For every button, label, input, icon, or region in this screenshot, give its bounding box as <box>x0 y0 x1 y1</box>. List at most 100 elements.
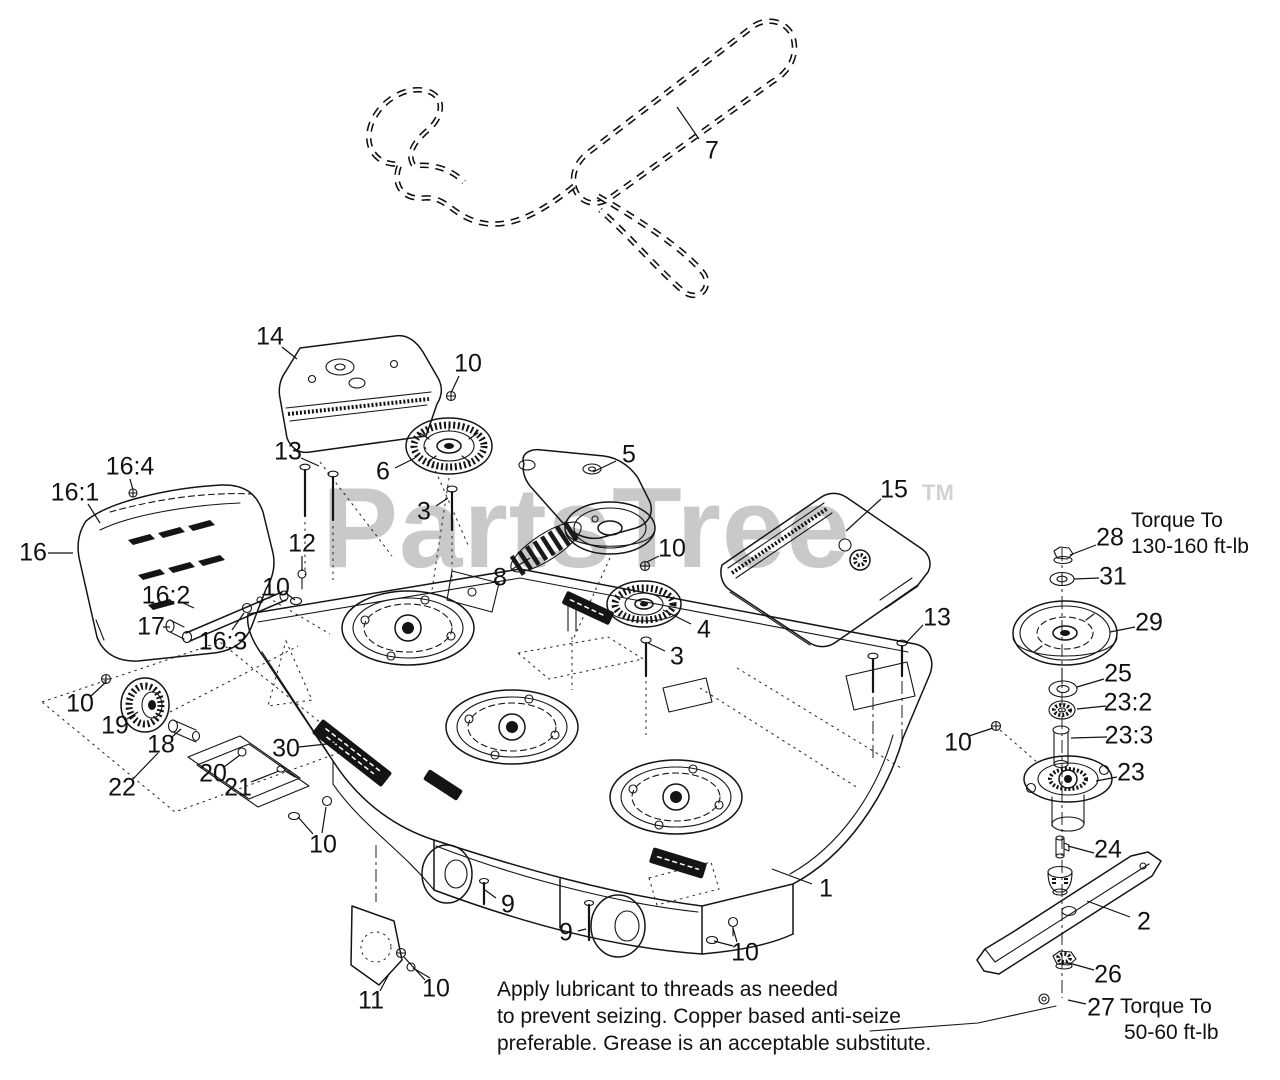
callout-5: 5 <box>622 440 636 469</box>
callout-23-3: 23:3 <box>1104 721 1154 750</box>
idler-arm-5 <box>518 448 656 643</box>
deck-spindle-recess-right <box>609 759 743 835</box>
leader-line-10 <box>297 816 314 835</box>
spacer-23-3 <box>1052 725 1070 769</box>
leader-line-29 <box>1109 626 1136 633</box>
bolt-3-right <box>640 636 652 735</box>
callout-28: 28 <box>1096 523 1124 552</box>
pulley-6 <box>405 417 493 591</box>
leader-line-8 <box>510 557 531 571</box>
torque-low-line1: Torque To <box>1120 995 1212 1018</box>
torque-low-line2: 50-60 ft-lb <box>1124 1021 1219 1044</box>
leader-line-28 <box>1069 544 1097 556</box>
leader-line-11 <box>379 973 390 992</box>
callout-10: 10 <box>658 534 686 563</box>
callout-10: 10 <box>66 689 94 718</box>
pulley-29 <box>1012 600 1118 666</box>
bracket-11 <box>350 845 416 986</box>
bolt-27 <box>869 993 1057 1032</box>
callout-16-3: 16:3 <box>198 627 248 656</box>
leader-line-5 <box>592 460 617 473</box>
callout-1: 1 <box>819 874 833 903</box>
callout-11: 11 <box>358 986 384 1015</box>
callout-18: 18 <box>147 730 175 759</box>
callout-10: 10 <box>309 830 337 859</box>
callout-13: 13 <box>923 603 951 632</box>
hatch-opening <box>648 861 720 906</box>
bolt-3-left <box>446 485 458 582</box>
lubricant-note-line3: preferable. Grease is an acceptable subs… <box>497 1032 932 1055</box>
leader-line-31 <box>1073 577 1100 580</box>
watermark-tm: TM <box>922 480 954 505</box>
blade-2 <box>976 851 1162 975</box>
callout-17: 17 <box>137 612 165 641</box>
callout-6: 6 <box>376 457 390 486</box>
screw-10-top <box>445 390 457 402</box>
leader-line-10 <box>968 727 994 737</box>
wheel-19 <box>120 645 299 733</box>
leader-line-23-3 <box>1070 736 1108 739</box>
bearing-23-2 <box>1048 700 1076 720</box>
spindle-housing-23 <box>1023 755 1113 832</box>
callout-27: 27 <box>1087 993 1115 1022</box>
leader-line-15 <box>845 498 882 532</box>
leader-line-24 <box>1067 845 1095 854</box>
deck-spindle-recess-center <box>445 689 579 765</box>
leader-line-27 <box>1067 999 1087 1005</box>
callout-25: 25 <box>1104 659 1132 688</box>
leader-line-9 <box>484 889 497 899</box>
bolt-18 <box>167 719 201 743</box>
decal-small <box>423 769 463 801</box>
leader-line-10 <box>713 940 734 947</box>
callout-10: 10 <box>454 349 482 378</box>
leader-line-16-4 <box>129 478 134 491</box>
screw-10-spindle <box>990 720 1039 764</box>
lubricant-note-line1: Apply lubricant to threads as needed <box>497 978 838 1001</box>
leader-line-10 <box>646 555 660 563</box>
bolt-17 <box>165 619 185 640</box>
spline-bushing <box>1047 865 1073 896</box>
leader-line-10 <box>450 375 460 394</box>
callout-30: 30 <box>272 734 300 763</box>
watermark-brand: PartsTree <box>322 465 851 592</box>
callout-23: 23 <box>1117 758 1145 787</box>
leader-line-10 <box>286 593 296 601</box>
callout-16-2: 16:2 <box>141 581 191 610</box>
screw-10-mid <box>639 560 651 572</box>
leader-line-10 <box>321 806 327 834</box>
callout-23-2: 23:2 <box>1103 688 1153 717</box>
leader-line-13 <box>905 624 924 644</box>
callout-16-4: 16:4 <box>105 452 155 481</box>
callout-31: 31 <box>1099 562 1127 591</box>
panel-22-outline <box>40 641 354 813</box>
washer-25 <box>1048 680 1078 698</box>
leader-lines <box>48 106 1136 1005</box>
leader-line-13 <box>300 457 320 467</box>
lubricant-note: Apply lubricant to threads as needed to … <box>497 976 931 1057</box>
callout-22: 22 <box>108 773 136 802</box>
callout-9: 9 <box>559 918 573 947</box>
leader-line-22 <box>132 752 159 780</box>
torque-high-line2: 130-160 ft-lb <box>1131 535 1249 558</box>
deck-roller-right <box>590 894 646 958</box>
leader-line-14 <box>281 346 298 360</box>
leader-line-26 <box>1068 962 1095 971</box>
lubricant-note-line2: to prevent seizing. Copper based anti-se… <box>497 1005 901 1028</box>
callout-13: 13 <box>274 437 302 466</box>
leader-line-25 <box>1076 678 1105 688</box>
leader-line-19 <box>126 711 139 720</box>
leader-line-4 <box>662 609 692 625</box>
deck-roller-left <box>421 844 473 904</box>
callout-7: 7 <box>705 136 719 165</box>
plates-20-21 <box>187 735 310 808</box>
callout-16: 16 <box>19 538 47 567</box>
callout-10: 10 <box>944 728 972 757</box>
torque-high-note: Torque To 130-160 ft-lb <box>1131 508 1249 560</box>
leader-line-21 <box>250 770 280 783</box>
leader-line-10 <box>412 967 431 979</box>
leader-line-9 <box>577 928 587 932</box>
leader-line-10 <box>732 927 738 943</box>
callout-26: 26 <box>1094 960 1122 989</box>
callout-16-1: 16:1 <box>50 478 100 507</box>
callout-9: 9 <box>501 890 515 919</box>
